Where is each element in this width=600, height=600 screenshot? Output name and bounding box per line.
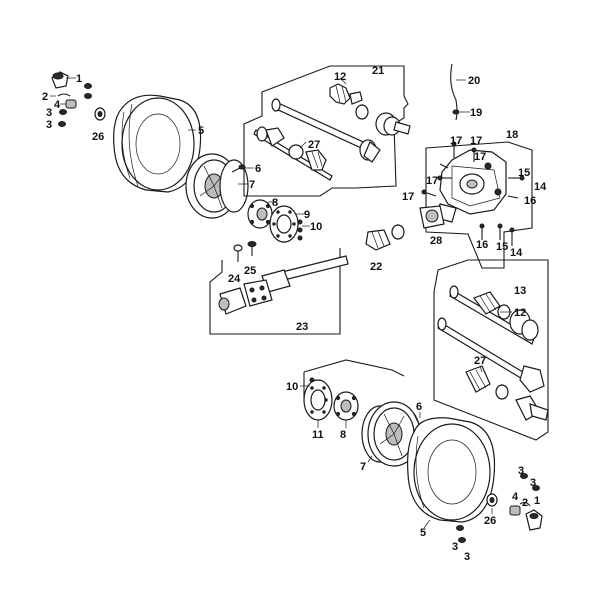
label-8: 8 xyxy=(272,197,278,209)
label-4: 4 xyxy=(512,491,519,503)
label-1: 1 xyxy=(534,495,540,507)
label-14: 14 xyxy=(534,181,547,193)
label-4: 4 xyxy=(54,99,61,111)
axle-shaft-icon xyxy=(271,98,381,163)
cotter-pin-icon xyxy=(519,501,531,507)
label-2: 2 xyxy=(522,497,528,509)
label-11: 11 xyxy=(312,429,324,441)
coupler-icon xyxy=(419,205,445,229)
label-7: 7 xyxy=(249,179,255,191)
group-bracket-21 xyxy=(243,65,409,197)
label-3: 3 xyxy=(464,551,470,563)
bottom-right-wheel-group: 10 11 8 6 7 5 26 4 2 1 3 3 3 3 xyxy=(286,359,543,563)
hub-cap-icon xyxy=(525,509,543,531)
leader-lines-top-left xyxy=(50,77,310,227)
label-17: 17 xyxy=(402,191,414,203)
label-28: 28 xyxy=(430,235,442,247)
mount-bolts-icon xyxy=(479,175,525,246)
label-20: 20 xyxy=(468,75,480,87)
label-10: 10 xyxy=(286,381,298,393)
breather-hose-icon xyxy=(450,63,458,121)
label-8: 8 xyxy=(340,429,346,441)
wheel-hub-icon xyxy=(333,391,359,421)
label-17: 17 xyxy=(450,135,462,147)
label-3: 3 xyxy=(46,119,52,131)
label-22: 22 xyxy=(370,261,382,273)
label-3: 3 xyxy=(452,541,458,553)
label-6: 6 xyxy=(416,401,422,413)
label-18: 18 xyxy=(506,129,518,141)
group-bracket-13 xyxy=(433,259,549,441)
label-26: 26 xyxy=(92,131,104,143)
gearbox-group: 20 19 18 17 17 17 17 17 15 14 16 16 15 1… xyxy=(402,63,547,269)
rim-icon xyxy=(185,153,249,219)
brake-disc-icon xyxy=(269,205,299,243)
label-17: 17 xyxy=(426,175,438,187)
label-19: 19 xyxy=(470,107,482,119)
lower-axle-shaft-icon xyxy=(449,285,539,345)
label-25: 25 xyxy=(244,265,256,277)
label-1: 1 xyxy=(76,73,82,85)
inner-shaft-icon xyxy=(253,126,333,181)
top-left-wheel-group: 1 2 4 3 3 26 5 6 7 8 9 10 xyxy=(42,71,322,243)
disc-bolts-icon xyxy=(297,219,303,241)
label-2: 2 xyxy=(42,91,48,103)
label-26: 26 xyxy=(484,515,496,527)
label-6: 6 xyxy=(255,163,261,175)
cotter-pin-icon xyxy=(57,93,71,97)
lug-nuts-icon xyxy=(58,83,92,127)
lower-inner-shaft-icon xyxy=(437,317,549,421)
lower-driveshaft-group: 13 12 27 xyxy=(433,259,549,441)
rim-icon xyxy=(361,401,421,467)
label-14: 14 xyxy=(510,247,523,259)
brake-disc-icon xyxy=(303,379,333,421)
label-17: 17 xyxy=(474,151,486,163)
label-27: 27 xyxy=(474,355,486,367)
label-21: 21 xyxy=(372,65,384,77)
label-7: 7 xyxy=(360,461,366,473)
group-bracket-23 xyxy=(209,248,341,335)
label-15: 15 xyxy=(496,241,508,253)
yoke-bolt-icon xyxy=(233,241,257,262)
label-13: 13 xyxy=(514,285,526,297)
castle-nut-icon xyxy=(65,99,77,109)
washer-icon xyxy=(94,107,106,121)
group-bracket-18 xyxy=(425,141,533,269)
wheel-hub-icon xyxy=(247,199,273,229)
label-9: 9 xyxy=(304,209,310,221)
seal-rings-icon xyxy=(355,104,411,136)
label-3: 3 xyxy=(518,465,524,477)
tire-icon xyxy=(407,417,496,523)
leader-lines-bottom-right xyxy=(300,385,493,529)
propeller-shaft-group: 22 24 25 23 xyxy=(209,224,405,335)
label-24: 24 xyxy=(228,273,241,285)
tire-icon xyxy=(113,94,202,193)
label-27: 27 xyxy=(308,139,320,151)
housing-bolts-icon xyxy=(421,141,477,197)
top-driveshaft-group: 21 12 27 xyxy=(243,65,411,197)
lug-nuts-icon xyxy=(456,473,540,543)
hub-cap-icon xyxy=(51,71,69,89)
label-12: 12 xyxy=(514,307,526,319)
label-3: 3 xyxy=(46,107,52,119)
label-17: 17 xyxy=(470,135,482,147)
label-5: 5 xyxy=(420,527,426,539)
washer-icon xyxy=(486,493,498,507)
castle-nut-icon xyxy=(509,505,521,516)
label-16: 16 xyxy=(476,239,488,251)
label-16: 16 xyxy=(524,195,536,207)
label-15: 15 xyxy=(518,167,530,179)
label-10: 10 xyxy=(310,221,322,233)
label-12: 12 xyxy=(334,71,346,83)
label-23: 23 xyxy=(296,321,308,333)
label-5: 5 xyxy=(198,125,204,137)
label-3: 3 xyxy=(530,477,536,489)
cv-boot-icon xyxy=(329,83,363,105)
coupling-sleeve-icon xyxy=(365,224,405,251)
differential-housing-icon xyxy=(435,149,507,223)
propeller-shaft-icon xyxy=(218,255,349,315)
